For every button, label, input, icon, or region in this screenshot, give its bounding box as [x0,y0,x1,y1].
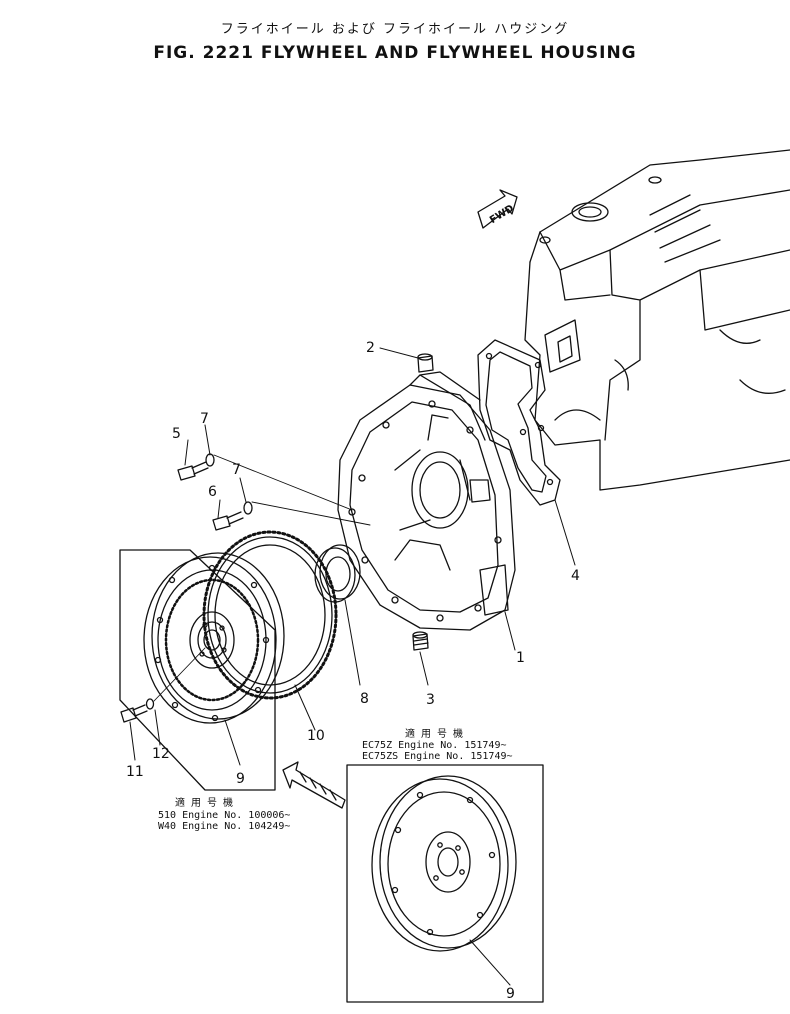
note-line: W40 Engine No. 104249~ [158,821,290,832]
bolt-11 [121,705,147,722]
callout-11: 11 [126,764,144,780]
title-japanese: フライホイール および フライホイール ハウジング [220,22,570,37]
note-line: EC75Z Engine No. 151749~ [362,740,507,751]
plug-top [418,354,433,372]
leader-bolt-5 [214,455,352,510]
ring-gear [204,532,336,698]
plug-bottom [413,632,428,650]
callout-7b: 7 [232,462,241,478]
oil-seal [315,545,360,602]
callout-1: 1 [516,650,525,666]
leader-bolt-6 [252,502,370,525]
callout-leaders [130,348,575,985]
flywheel [144,553,284,723]
applicability-note-lower-left: 適 用 号 機 510 Engine No. 100006~ W40 Engin… [158,796,290,832]
callout-3: 3 [426,692,435,708]
callout-10: 10 [307,728,325,744]
callout-6: 6 [208,484,217,500]
bolt-5 [178,462,208,480]
callout-2: 2 [366,340,375,356]
callout-5: 5 [172,426,181,442]
flywheel-housing [338,372,515,630]
fwd-arrow [478,190,517,228]
page-title: FIG. 2221 FLYWHEEL AND FLYWHEEL HOUSING [153,43,637,63]
note-line: 510 Engine No. 100006~ [158,810,290,821]
bolt-6 [213,512,243,530]
fwd-label: FWD [488,203,516,226]
inset-flywheel [372,776,516,951]
leader-bolt-11 [154,648,205,701]
note-line: EC75ZS Engine No. 151749~ [362,751,513,762]
callout-9: 9 [236,771,245,787]
note-heading: 適 用 号 機 [175,796,233,809]
applicability-note-inset: 適 用 号 機 EC75Z Engine No. 151749~ EC75ZS … [362,727,513,762]
gasket [478,340,560,505]
washer-7b [244,502,252,514]
callout-7a: 7 [200,411,209,427]
flywheel-group-outline [120,550,275,790]
pointer-arrow [283,762,345,808]
washer-7a [206,454,214,466]
inset-box [347,765,543,1002]
callout-9-inset: 9 [506,986,515,1002]
callout-8: 8 [360,691,369,707]
engine-block [525,150,790,490]
note-heading: 適 用 号 機 [405,727,463,740]
washer-12 [147,699,154,709]
callout-4: 4 [571,568,580,584]
callout-12: 12 [152,746,170,762]
